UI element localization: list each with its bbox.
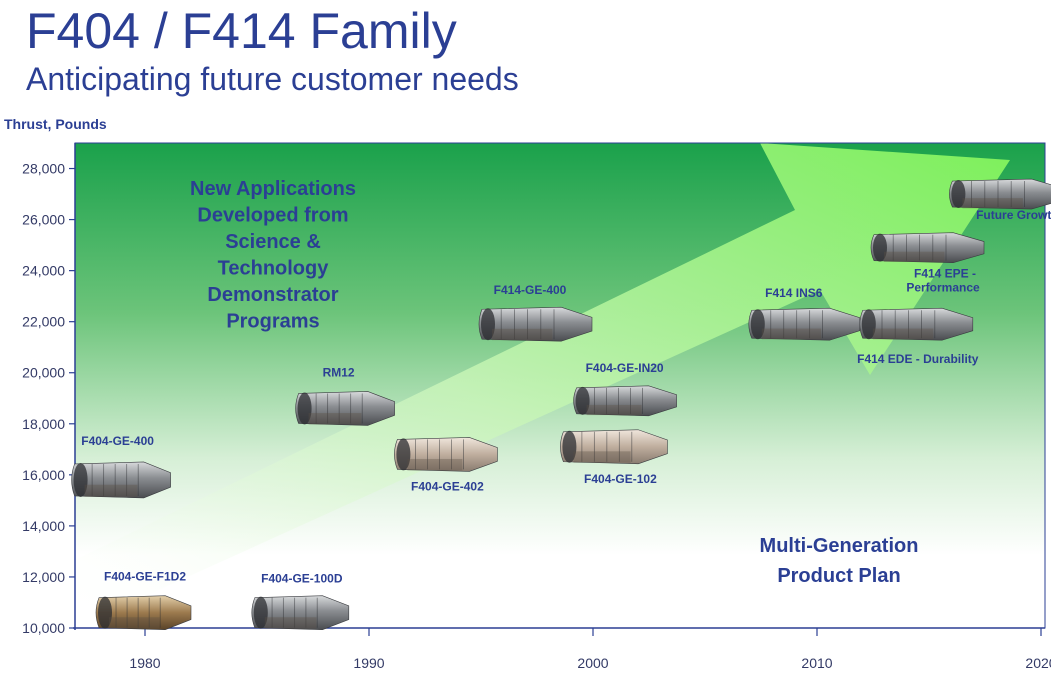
engine-label: F404-GE-402 — [411, 479, 484, 493]
x-ticks: 1980 1990 2000 2010 2020 — [129, 628, 1051, 671]
engine-label: F404-GE-IN20 — [586, 361, 664, 375]
engine-body — [95, 595, 192, 630]
engine-accessory — [109, 617, 160, 629]
annotation-line: Product Plan — [777, 565, 900, 587]
engine-marker — [295, 391, 395, 426]
y-tick-label: 16,000 — [22, 467, 65, 483]
engine-accessory — [872, 328, 934, 340]
engine-inlet — [73, 462, 88, 497]
engine-inlet — [562, 430, 577, 463]
engine-label: F414 EPE -Performance — [906, 267, 980, 295]
engine-marker — [394, 437, 498, 472]
x-tick-label: 1990 — [353, 655, 384, 671]
y-tick-label: 12,000 — [22, 569, 65, 585]
plot-frame — [74, 142, 1046, 629]
growth-arrow — [75, 143, 1010, 628]
y-tick-label: 28,000 — [22, 161, 65, 177]
annotation-line: Demonstrator — [207, 284, 338, 306]
annotation-line: Programs — [226, 311, 319, 333]
engine-inlet — [575, 386, 590, 415]
annotation-line: Multi-Generation — [760, 535, 919, 557]
engine-marker — [859, 307, 974, 341]
engine-marker — [748, 307, 861, 341]
engine-accessory — [308, 413, 362, 425]
annotation-line: Science & — [225, 231, 321, 253]
engine-accessory — [264, 617, 317, 629]
y-tick-label: 26,000 — [22, 212, 65, 228]
y-tick-label: 10,000 — [22, 620, 65, 636]
engine-inlet — [750, 309, 765, 340]
engine-marker — [870, 232, 985, 263]
engine-inlet — [951, 180, 966, 209]
page-subtitle: Anticipating future customer needs — [26, 61, 519, 97]
engine-body — [295, 391, 395, 426]
annotation-line: Developed from — [197, 205, 348, 227]
annotation-line: New Applications — [190, 178, 356, 200]
engine-marker — [95, 595, 192, 630]
x-tick-label: 2000 — [577, 655, 608, 671]
engine-inlet — [253, 596, 268, 629]
engine-inlet — [297, 392, 312, 425]
engine-body — [71, 461, 171, 499]
engine-label: F404-GE-400 — [81, 434, 154, 448]
engine-accessory — [761, 328, 822, 340]
engine-marker — [560, 429, 668, 465]
engine-marker — [573, 385, 677, 417]
engine-body — [560, 429, 668, 465]
engine-marker — [251, 595, 350, 630]
engine-body — [870, 232, 985, 263]
engine-accessory — [492, 328, 553, 341]
engine-accessory — [962, 198, 1023, 209]
annotation-line: Technology — [218, 258, 330, 280]
y-axis-label: Thrust, Pounds — [4, 116, 107, 132]
engine-inlet — [98, 596, 112, 629]
y-ticks: 10,000 12,000 14,000 16,000 18,000 20,000 22,0… — [22, 161, 75, 636]
page-title: F404 / F414 Family — [26, 3, 457, 59]
engine-body — [859, 307, 974, 341]
engine-accessory — [586, 404, 642, 416]
engine-inlet — [861, 309, 876, 340]
engine-body — [573, 385, 677, 417]
engine-label: F404-GE-102 — [584, 472, 657, 486]
y-tick-label: 18,000 — [22, 416, 65, 432]
engine-marker — [71, 461, 171, 499]
engine-label: F414-GE-400 — [494, 283, 567, 297]
engine-inlet — [396, 438, 411, 471]
engine-label: Future Growth — [976, 208, 1051, 222]
engine-inlet — [481, 308, 495, 341]
y-tick-label: 14,000 — [22, 518, 65, 534]
engine-body — [394, 437, 498, 472]
engine-label: RM12 — [323, 365, 355, 379]
engine-marker — [478, 306, 593, 342]
engine-label: F414 INS6 — [765, 286, 823, 300]
engine-marker — [949, 178, 1051, 210]
y-tick-label: 20,000 — [22, 365, 65, 381]
x-tick-label: 1980 — [129, 655, 160, 671]
y-tick-label: 22,000 — [22, 314, 65, 330]
engine-body — [251, 595, 350, 630]
engine-body — [949, 178, 1051, 210]
engine-accessory — [84, 484, 138, 497]
engine-inlet — [873, 233, 887, 262]
engine-label: F404-GE-100D — [261, 572, 343, 586]
engine-accessory — [407, 458, 463, 471]
engine-label: F404-GE-F1D2 — [104, 570, 186, 584]
x-tick-label: 2020 — [1025, 655, 1051, 671]
x-tick-label: 2010 — [801, 655, 832, 671]
y-tick-label: 24,000 — [22, 263, 65, 279]
engine-body — [478, 306, 593, 342]
engine-accessory — [884, 251, 945, 262]
engine-accessory — [573, 451, 631, 463]
engine-label: F414 EDE - Durability — [857, 352, 979, 366]
